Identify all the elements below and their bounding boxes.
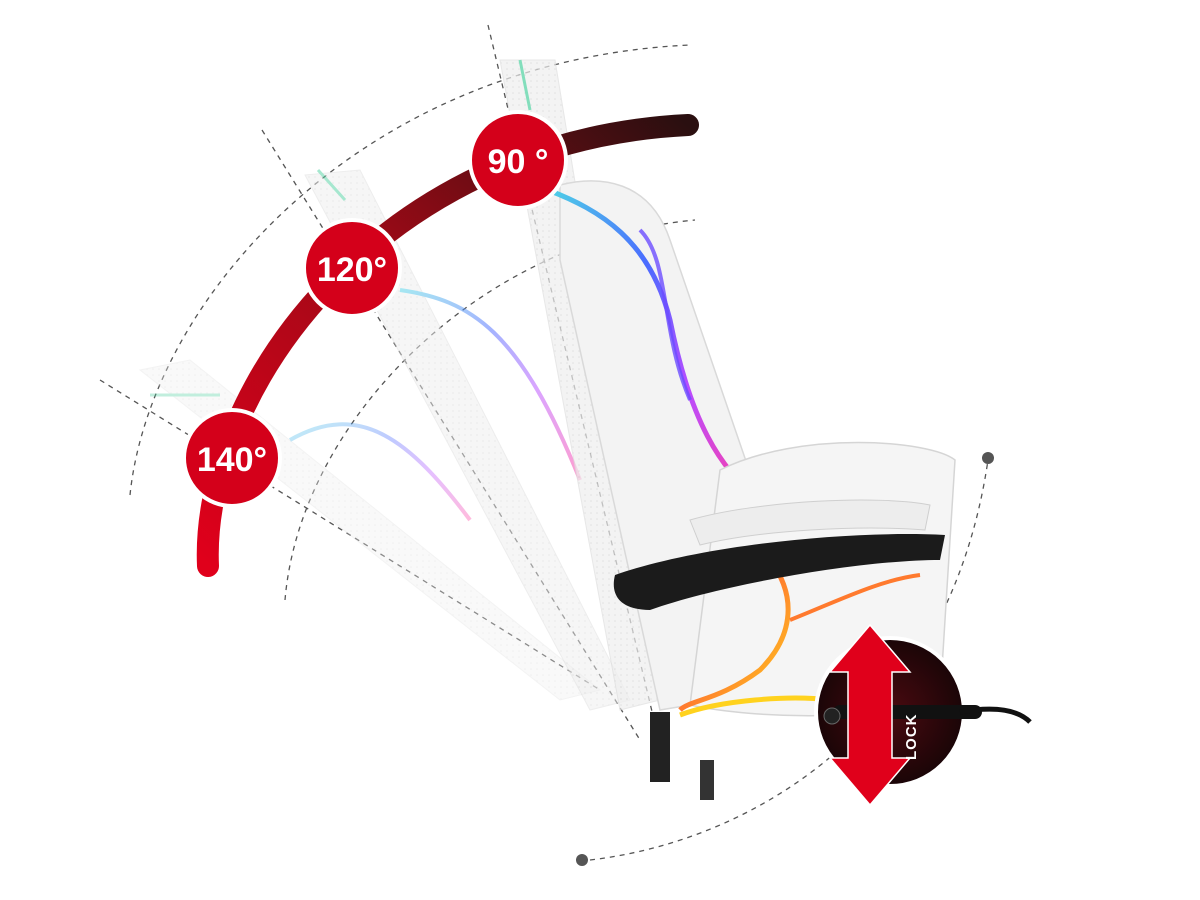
up-down-arrow-icon bbox=[828, 623, 912, 807]
angle-badge-120: 120° bbox=[302, 218, 402, 318]
lock-badge: LOCK bbox=[814, 623, 1032, 807]
angle-label-120: 120° bbox=[317, 251, 387, 289]
angle-badge-90: 90 ° bbox=[468, 110, 568, 210]
angle-badge-140: 140° bbox=[182, 408, 282, 508]
angle-label-90: 90 ° bbox=[488, 143, 549, 181]
guide-dot-bottom bbox=[576, 854, 588, 866]
lock-label: LOCK bbox=[903, 714, 920, 761]
guide-dot-top bbox=[982, 452, 994, 464]
angle-label-140: 140° bbox=[197, 441, 267, 479]
